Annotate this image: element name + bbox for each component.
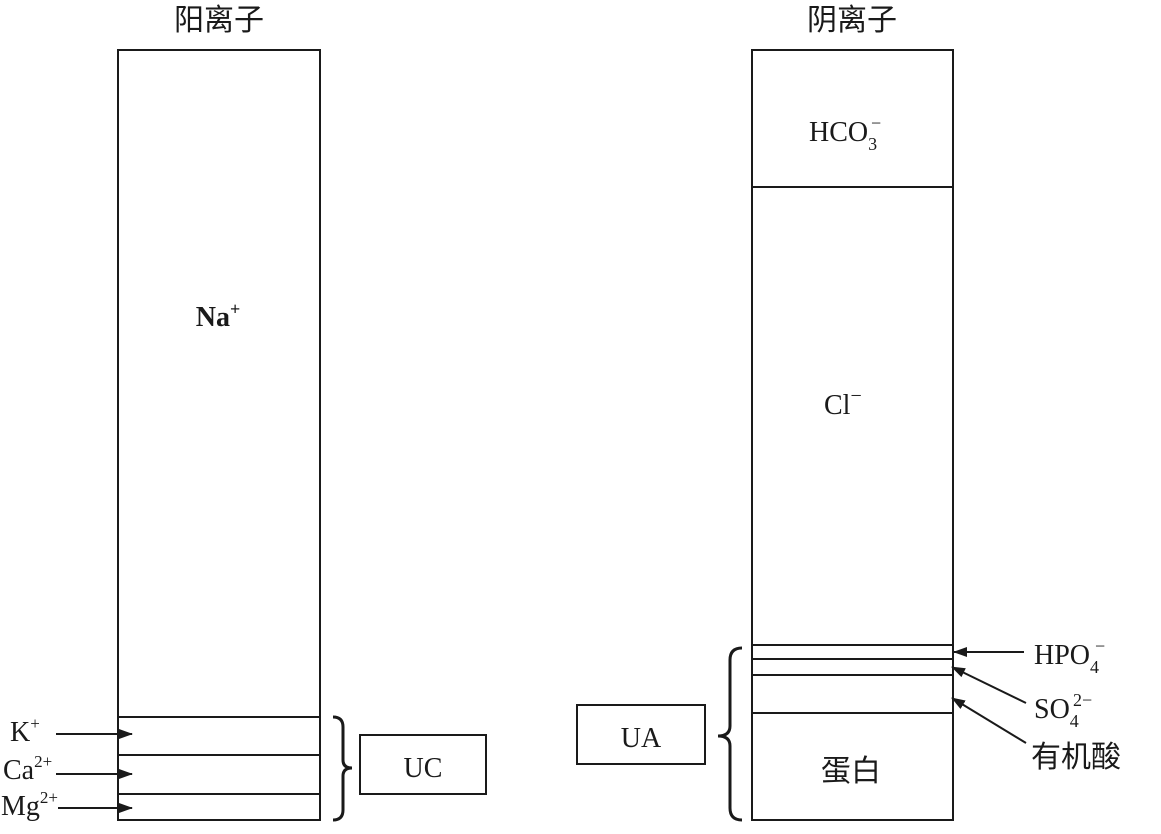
- magnesium-label: Mg2+: [1, 788, 58, 822]
- uc-brace: [332, 715, 353, 822]
- organic-acid-arrow: [951, 697, 1027, 744]
- organic-acid-label: 有机酸: [1031, 740, 1121, 775]
- sodium-label: Na+: [196, 299, 241, 333]
- uc-label: UC: [404, 753, 443, 784]
- hydrogen-phosphate-label: HPO4−: [1034, 636, 1105, 677]
- sulfate-label: SO42−: [1034, 690, 1092, 731]
- anion-title: 阴离子: [807, 3, 897, 38]
- cation-column: [117, 49, 321, 821]
- anion-column: [751, 49, 954, 821]
- protein-label: 蛋白: [821, 754, 881, 789]
- potassium-label: K+: [10, 714, 40, 748]
- sulfate-arrow: [951, 666, 1027, 704]
- chloride-label: Cl−: [824, 385, 862, 421]
- uc-box: [359, 734, 487, 795]
- ua-label: UA: [621, 723, 662, 754]
- calcium-label: Ca2+: [3, 752, 52, 786]
- cation-title: 阳离子: [174, 3, 264, 38]
- ua-box: [576, 704, 706, 765]
- bicarbonate-label: HCO3−: [809, 113, 881, 154]
- ua-brace: [717, 646, 743, 822]
